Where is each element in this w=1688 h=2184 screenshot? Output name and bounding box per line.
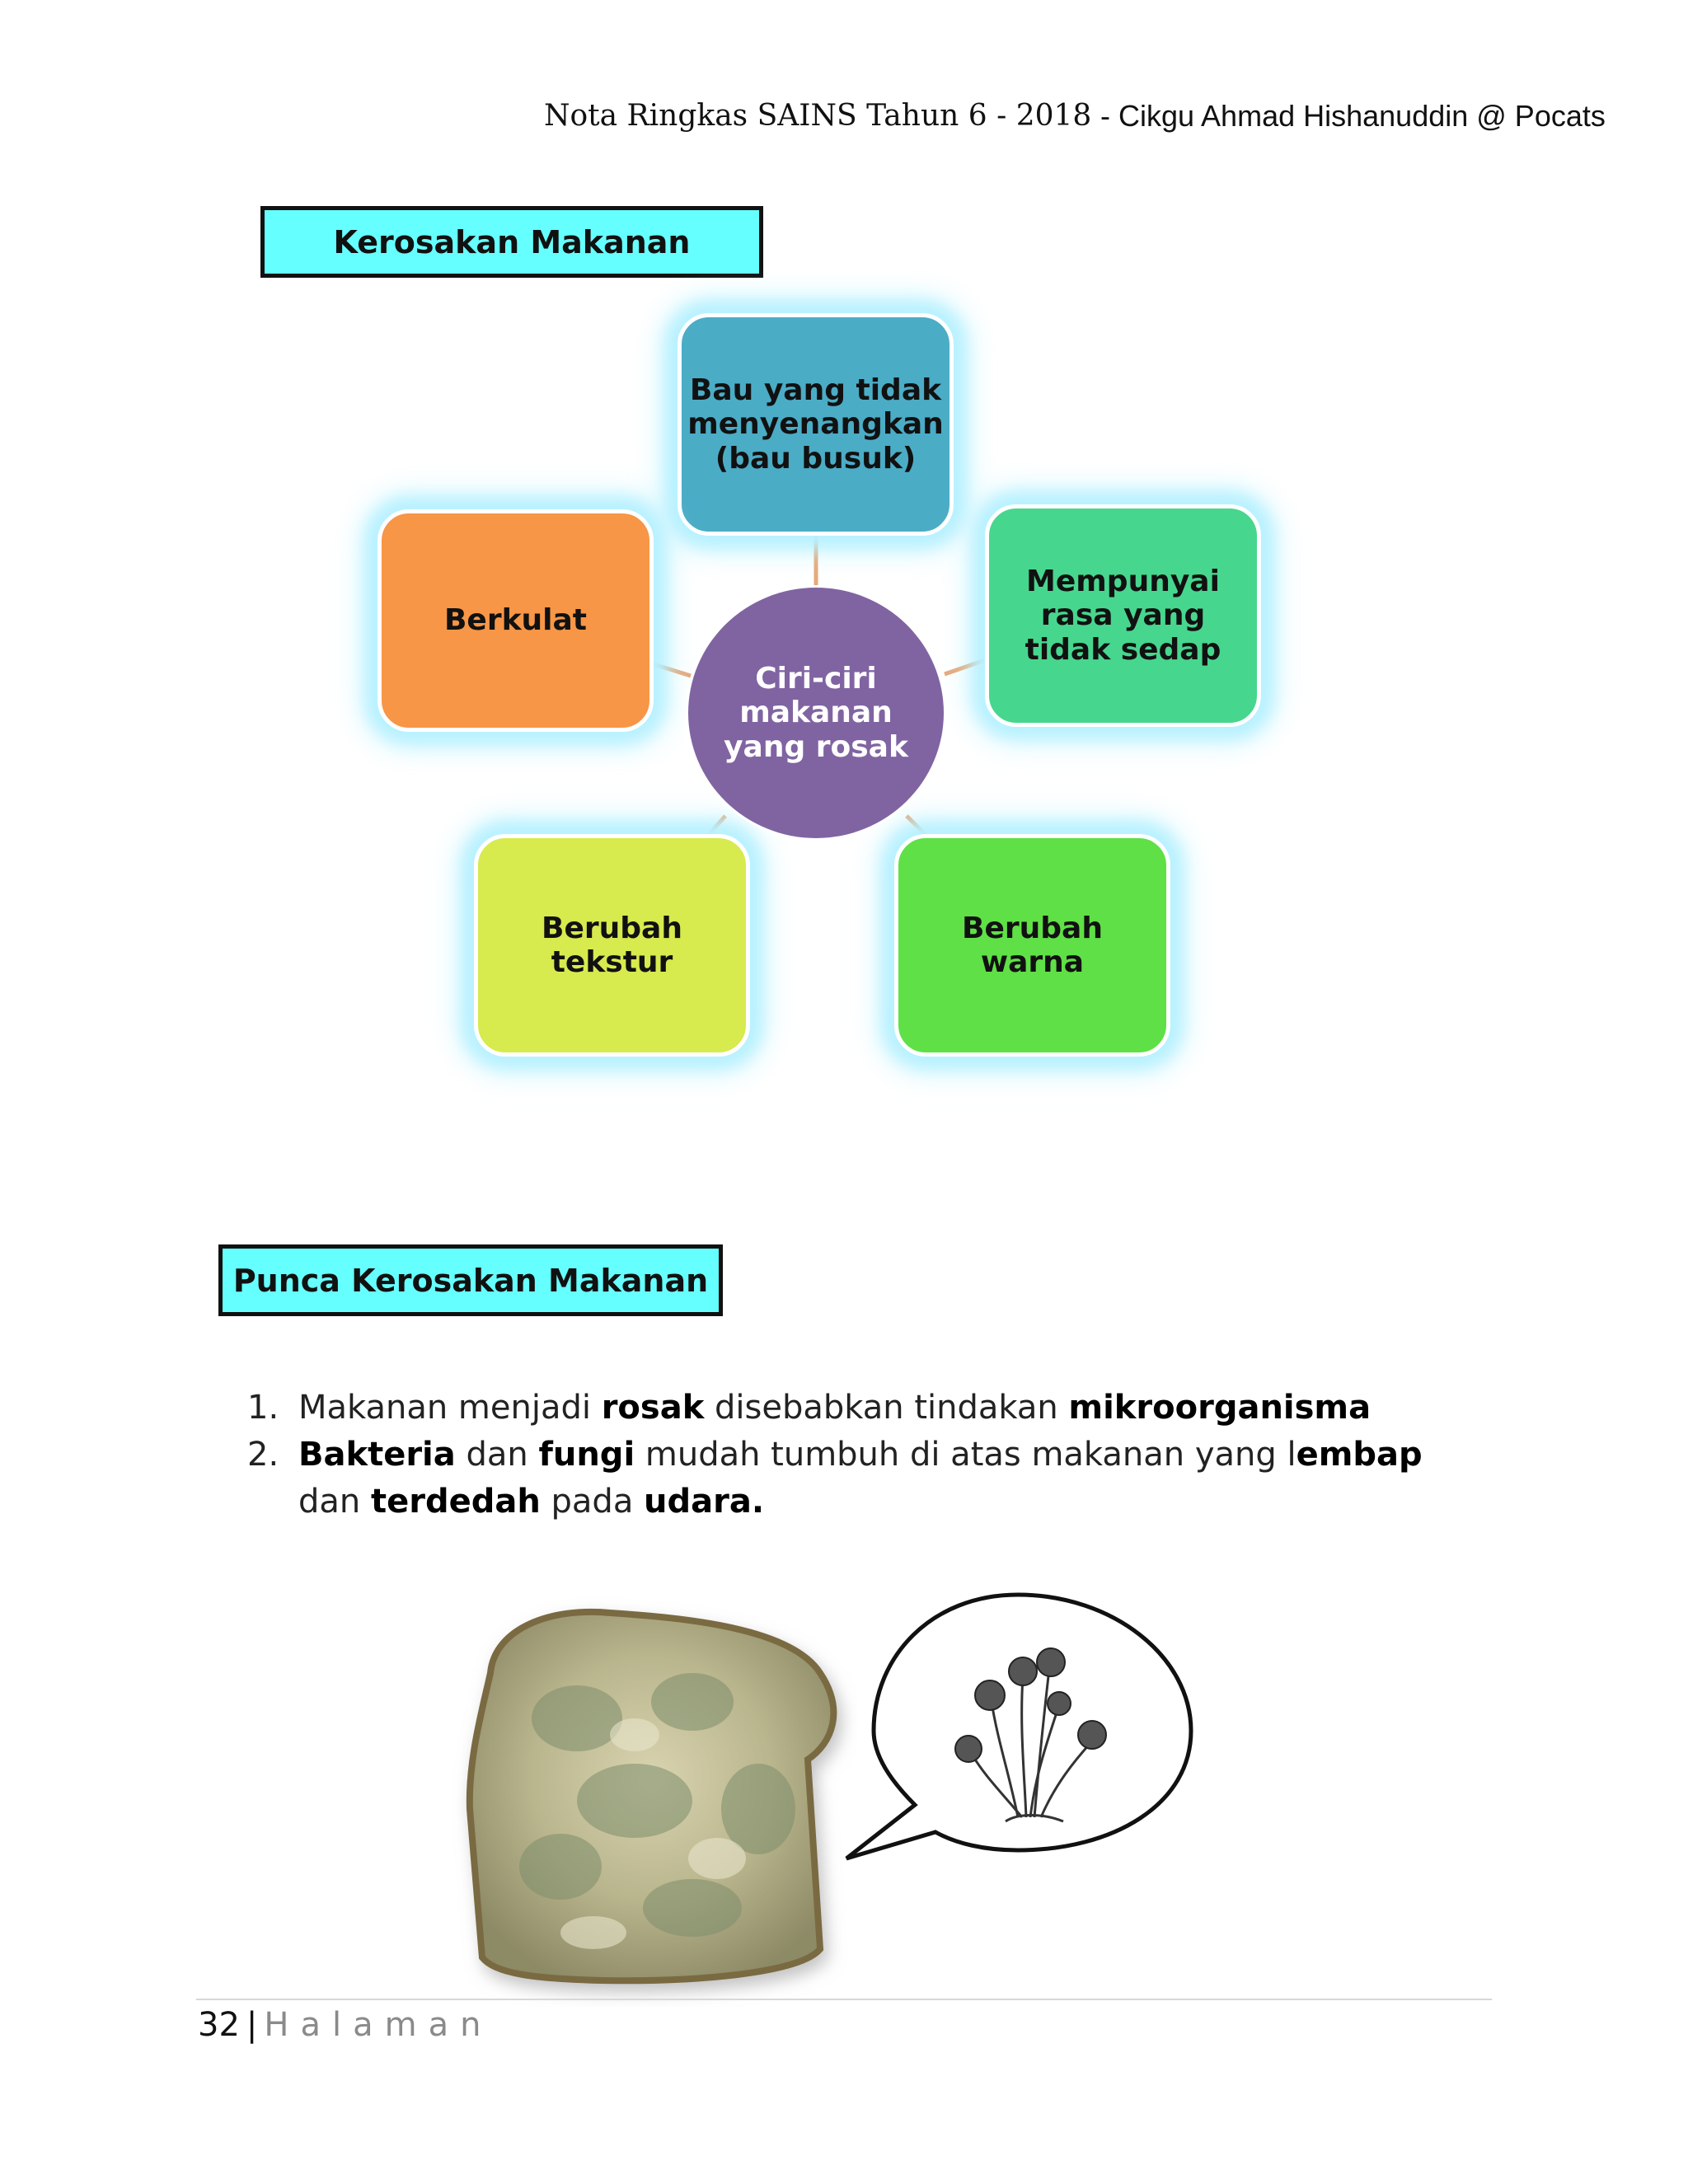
list-item-text: disebabkan tindakan xyxy=(704,1389,1069,1427)
mouldy-bread-illustration xyxy=(466,1608,837,1985)
list-item-bold-text: Bakteria xyxy=(298,1436,456,1474)
header-title: Nota Ringkas SAINS Tahun 6 - 2018 xyxy=(544,99,1092,133)
footer-divider xyxy=(196,1999,1492,2000)
list-item-text: mudah tumbuh di atas makanan yang l xyxy=(635,1436,1296,1474)
list-item: 2. Bakteria dan fungi mudah tumbuh di ata… xyxy=(247,1432,1484,1526)
fungus-speech-bubble xyxy=(845,1592,1193,1861)
node-bad-taste: Mempunyai rasa yang tidak sedap xyxy=(985,504,1261,727)
connector-bottom-right xyxy=(905,814,929,838)
center-node: Ciri-ciri makanan yang rosak xyxy=(686,585,946,841)
connector-bottom-left xyxy=(706,814,727,838)
section-title-punca: Punca Kerosakan Makanan xyxy=(218,1244,723,1316)
list-item-text: Makanan menjadi xyxy=(298,1389,602,1427)
node-colour-change: Berubah warna xyxy=(894,834,1170,1057)
list-item-bold-text: udara. xyxy=(644,1483,765,1521)
footer-label: Halaman xyxy=(264,2006,493,2044)
speech-bubble-outline xyxy=(845,1592,1193,1861)
mindmap-connectors xyxy=(650,534,988,838)
list-item-number: 1. xyxy=(247,1389,279,1427)
connector-right xyxy=(944,657,988,677)
list-item-bold-text: terdedah xyxy=(370,1483,541,1521)
node-mouldy: Berkulat xyxy=(377,509,654,732)
fungus-icon xyxy=(971,1668,1092,1823)
page-number: 32 xyxy=(198,2006,240,2044)
list-item-text: dan xyxy=(455,1436,539,1474)
node-texture-change: Berubah tekstur xyxy=(474,834,750,1057)
mould-spots xyxy=(519,1673,795,1937)
footer-separator: | xyxy=(246,2006,258,2044)
list-item-bold-text: fungi xyxy=(538,1436,635,1474)
list-item-number: 2. xyxy=(247,1436,279,1474)
connector-left xyxy=(650,661,692,678)
list-item-text: pada xyxy=(540,1483,645,1521)
header-author: - Cikgu Ahmad Hishanuddin @ Pocats xyxy=(1100,99,1606,133)
node-bad-smell: Bau yang tidak menyenangkan (bau busuk) xyxy=(678,313,954,536)
list-item-bold-text: embap xyxy=(1296,1436,1423,1474)
page-footer: 32|Halaman xyxy=(198,2006,492,2044)
cause-list: 1. Makanan menjadi rosak disebabkan tinda… xyxy=(247,1385,1484,1526)
list-item-bold-text: rosak xyxy=(601,1389,705,1427)
section-title-kerosakan: Kerosakan Makanan xyxy=(260,206,763,278)
list-item-text: dan xyxy=(298,1483,371,1521)
list-item: 1. Makanan menjadi rosak disebabkan tinda… xyxy=(247,1385,1484,1432)
list-item-bold-text: mikroorganisma xyxy=(1068,1389,1372,1427)
